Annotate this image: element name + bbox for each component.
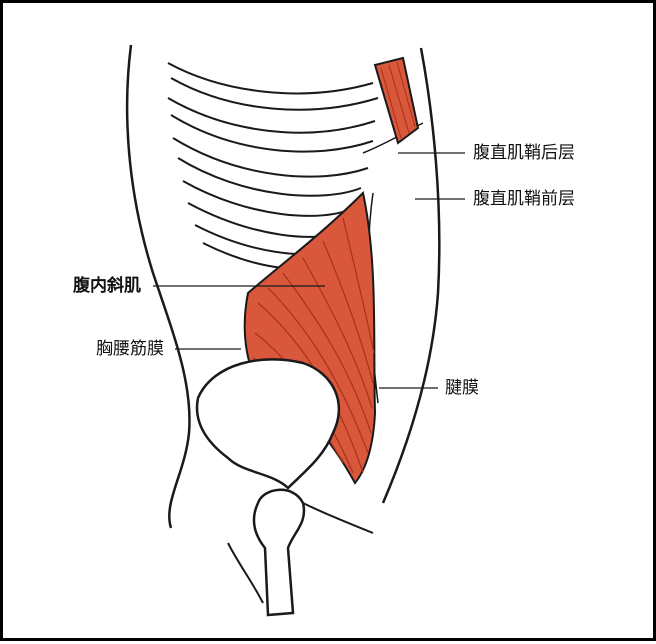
label-posterior-rectus-sheath: 腹直肌鞘后层 (473, 143, 575, 163)
label-internal-oblique: 腹内斜肌 (73, 276, 141, 296)
pubic-region (227, 502, 374, 604)
label-thoracolumbar-fascia: 胸腰筋膜 (96, 339, 164, 359)
label-anterior-rectus-sheath: 腹直肌鞘前层 (473, 189, 575, 209)
torso-outline-right (381, 47, 441, 504)
anatomy-illustration (125, 44, 465, 617)
torso-outline-left (125, 44, 191, 529)
upper-muscle-band (373, 56, 420, 145)
leader-lines (153, 152, 465, 389)
iliac-bone (195, 358, 341, 490)
femur (252, 488, 306, 617)
label-aponeurosis: 腱膜 (445, 378, 479, 398)
